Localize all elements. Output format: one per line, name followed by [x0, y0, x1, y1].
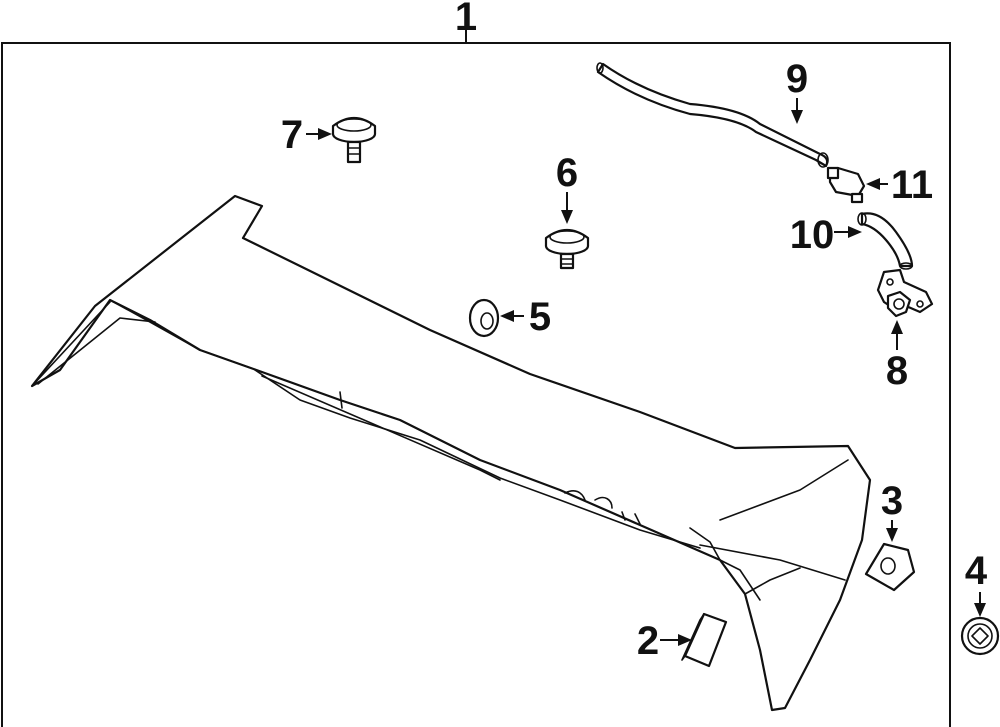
- assembly-frame: [1, 30, 951, 727]
- callout-3: 3: [881, 479, 903, 523]
- callout-11: 11: [891, 163, 933, 207]
- check-valve: [826, 166, 888, 204]
- callout-5: 5: [529, 295, 551, 339]
- push-clip-7: [306, 116, 377, 164]
- spoiler-pad: [660, 612, 728, 668]
- callout-4: 4: [965, 549, 988, 593]
- callout-9: 9: [786, 57, 808, 101]
- callout-10: 10: [790, 213, 835, 257]
- push-clip-6: [544, 192, 590, 270]
- grommet: [468, 298, 524, 338]
- rear-spoiler: [30, 194, 872, 712]
- spoiler-bracket: [864, 520, 916, 592]
- callout-6: 6: [556, 151, 578, 195]
- callout-7: 7: [281, 113, 303, 157]
- washer-hose: [596, 62, 829, 168]
- short-hose: [834, 212, 914, 270]
- callout-2: 2: [637, 619, 659, 663]
- spoiler-cap: [960, 592, 1000, 656]
- nozzle-bracket: [876, 268, 934, 350]
- callout-8: 8: [886, 349, 908, 393]
- callout-1: 1: [455, 0, 477, 39]
